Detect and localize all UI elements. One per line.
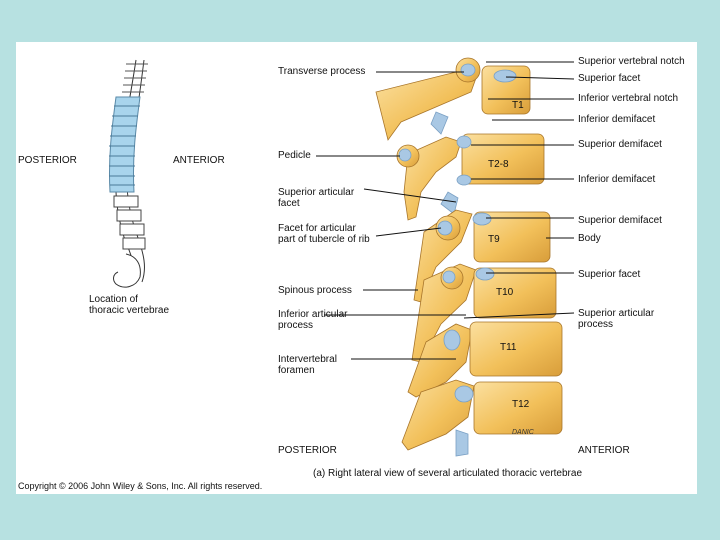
anterior-label-left: ANTERIOR — [173, 155, 225, 166]
vertebra-label-t9: T9 — [488, 234, 500, 245]
anatomy-illustration: DANIC — [108, 57, 575, 457]
label-superior-vertebral-notch: Superior vertebral notch — [578, 56, 685, 67]
label-intervertebral-foramen: Intervertebral foramen — [278, 354, 337, 376]
posterior-label-left: POSTERIOR — [18, 155, 77, 166]
vertebra-t11 — [407, 321, 563, 398]
vertebra-label-t11: T11 — [500, 342, 517, 353]
label-superior-articular-facet: Superior articular facet — [278, 187, 355, 209]
anterior-label-bottom: ANTERIOR — [578, 445, 630, 456]
location-caption: Location of thoracic vertebrae — [89, 294, 170, 316]
vertebra-t12 — [401, 379, 563, 457]
vertebra-label-t10: T10 — [496, 287, 514, 298]
figure-caption: (a) Right lateral view of several articu… — [313, 468, 583, 479]
label-superior-facet-1: Superior facet — [578, 73, 641, 84]
leader-lines — [316, 61, 575, 360]
vertebra-t2-8 — [396, 111, 545, 221]
label-superior-demifacet-2: Superior demifacet — [578, 215, 662, 226]
label-superior-facet-2: Superior facet — [578, 269, 641, 280]
label-inferior-articular-process: Inferior articular process — [278, 309, 348, 331]
vertebra-label-t1: T1 — [512, 100, 524, 111]
vertebra-t1 — [375, 57, 531, 141]
label-inferior-vertebral-notch: Inferior vertebral notch — [578, 93, 679, 104]
thoracic-vertebrae-illustration — [375, 57, 563, 457]
label-transverse-process: Transverse process — [278, 66, 366, 77]
vertebra-label-t2-8: T2-8 — [488, 159, 509, 170]
label-spinous-process: Spinous process — [278, 285, 352, 296]
label-pedicle: Pedicle — [278, 150, 311, 161]
artist-signature: DANIC — [512, 429, 535, 436]
posterior-label-bottom: POSTERIOR — [278, 445, 337, 456]
copyright-notice: Copyright © 2006 John Wiley & Sons, Inc.… — [18, 481, 263, 491]
label-inferior-demifacet-2: Inferior demifacet — [578, 174, 656, 185]
sacrum — [113, 253, 141, 288]
thoracic-vertebrae-highlight — [108, 96, 141, 193]
cervical-vertebrae — [122, 63, 148, 93]
label-inferior-demifacet-1: Inferior demifacet — [578, 114, 656, 125]
label-facet-for-articular: Facet for articular part of tubercle of … — [278, 223, 370, 245]
slide: DANIC POSTERIOR ANTERIOR Location of tho… — [16, 42, 697, 494]
lumbar-vertebrae — [113, 195, 146, 250]
vertebra-label-t12: T12 — [512, 399, 530, 410]
vertebral-column-sketch — [108, 59, 148, 288]
label-body: Body — [578, 233, 601, 244]
label-superior-articular-process: Superior articular process — [578, 308, 655, 330]
label-superior-demifacet-1: Superior demifacet — [578, 139, 662, 150]
vertebra-t10 — [411, 263, 557, 363]
